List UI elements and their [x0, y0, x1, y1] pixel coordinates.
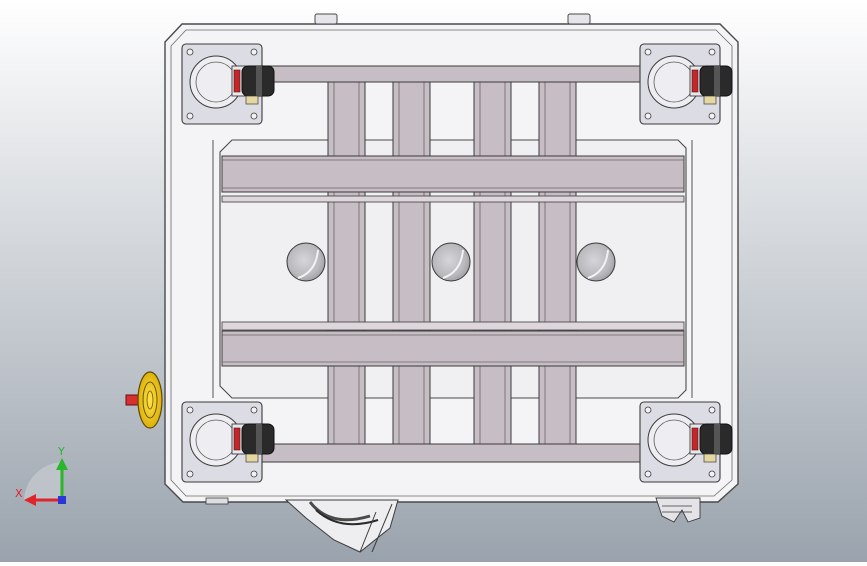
vertical-bars — [327, 79, 577, 447]
caster-top-left — [181, 43, 275, 125]
bottom-drum-part — [284, 499, 399, 553]
mounting-holes — [286, 242, 616, 282]
z-axis-marker — [58, 496, 66, 504]
bottom-fittings — [205, 497, 701, 523]
emergency-stop-button[interactable] — [125, 371, 163, 429]
triad-y-label: Y — [57, 445, 65, 458]
caster-bottom-left — [181, 401, 275, 483]
caster-bottom-right — [639, 401, 733, 483]
horizontal-bars — [221, 65, 685, 463]
coordinate-triad: Y X — [15, 445, 68, 506]
triad-x-label: X — [15, 487, 23, 500]
caster-top-right — [639, 43, 733, 125]
